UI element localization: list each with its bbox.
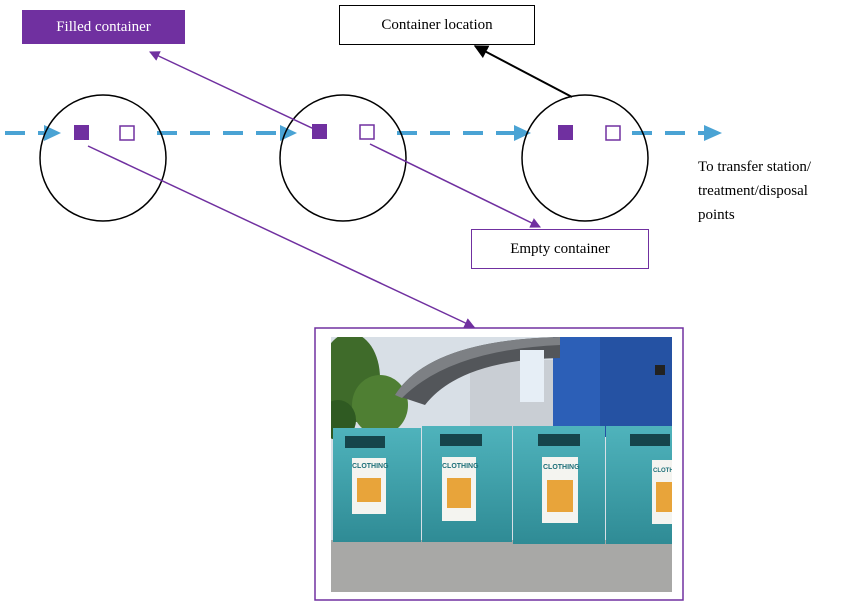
- bin-sign-text: CLOTHING: [352, 463, 389, 470]
- location-3: [521, 94, 649, 222]
- filled-container-marker: [74, 125, 89, 140]
- container-location-label: Container location: [339, 5, 535, 45]
- route-arrowhead: [44, 125, 61, 141]
- bin-sign-text: CLOTHING: [543, 464, 580, 471]
- empty-container-leader: [369, 143, 541, 228]
- clothing-bin: [513, 426, 605, 544]
- container-location-leader: [473, 45, 573, 98]
- route-arrowhead: [514, 125, 531, 141]
- location-circle: [39, 94, 167, 222]
- clothing-bin: [333, 428, 421, 542]
- destination-line: points: [698, 207, 735, 223]
- route-arrowhead: [704, 125, 722, 141]
- clothing-bin: [422, 426, 512, 542]
- filled-container-marker: [312, 124, 327, 139]
- bin-sign-text: CLOTHING: [653, 468, 685, 474]
- location-1: [39, 94, 167, 222]
- filled-container-label: Filled container: [22, 10, 185, 44]
- empty-container-label: Empty container: [471, 229, 649, 269]
- container-bank-photo: CLOTHING CLOTHING CLOTHING CLOTHING: [331, 337, 685, 592]
- destination-note: To transfer station/ treatment/disposal …: [698, 155, 811, 227]
- route-arrowhead: [280, 125, 297, 141]
- destination-line: treatment/disposal: [698, 183, 808, 199]
- photo-leader: [87, 145, 475, 328]
- bin-sign-text: CLOTHING: [442, 463, 479, 470]
- collection-route: [5, 125, 722, 141]
- empty-container-marker: [359, 124, 375, 140]
- destination-line: To transfer station/: [698, 159, 812, 175]
- clothing-bin: [606, 426, 672, 544]
- filled-container-leader: [149, 51, 315, 130]
- location-circle: [521, 94, 649, 222]
- empty-container-marker: [119, 125, 135, 141]
- location-circle: [279, 94, 407, 222]
- location-2: [279, 94, 407, 222]
- filled-container-marker: [558, 125, 573, 140]
- empty-container-marker: [605, 125, 621, 141]
